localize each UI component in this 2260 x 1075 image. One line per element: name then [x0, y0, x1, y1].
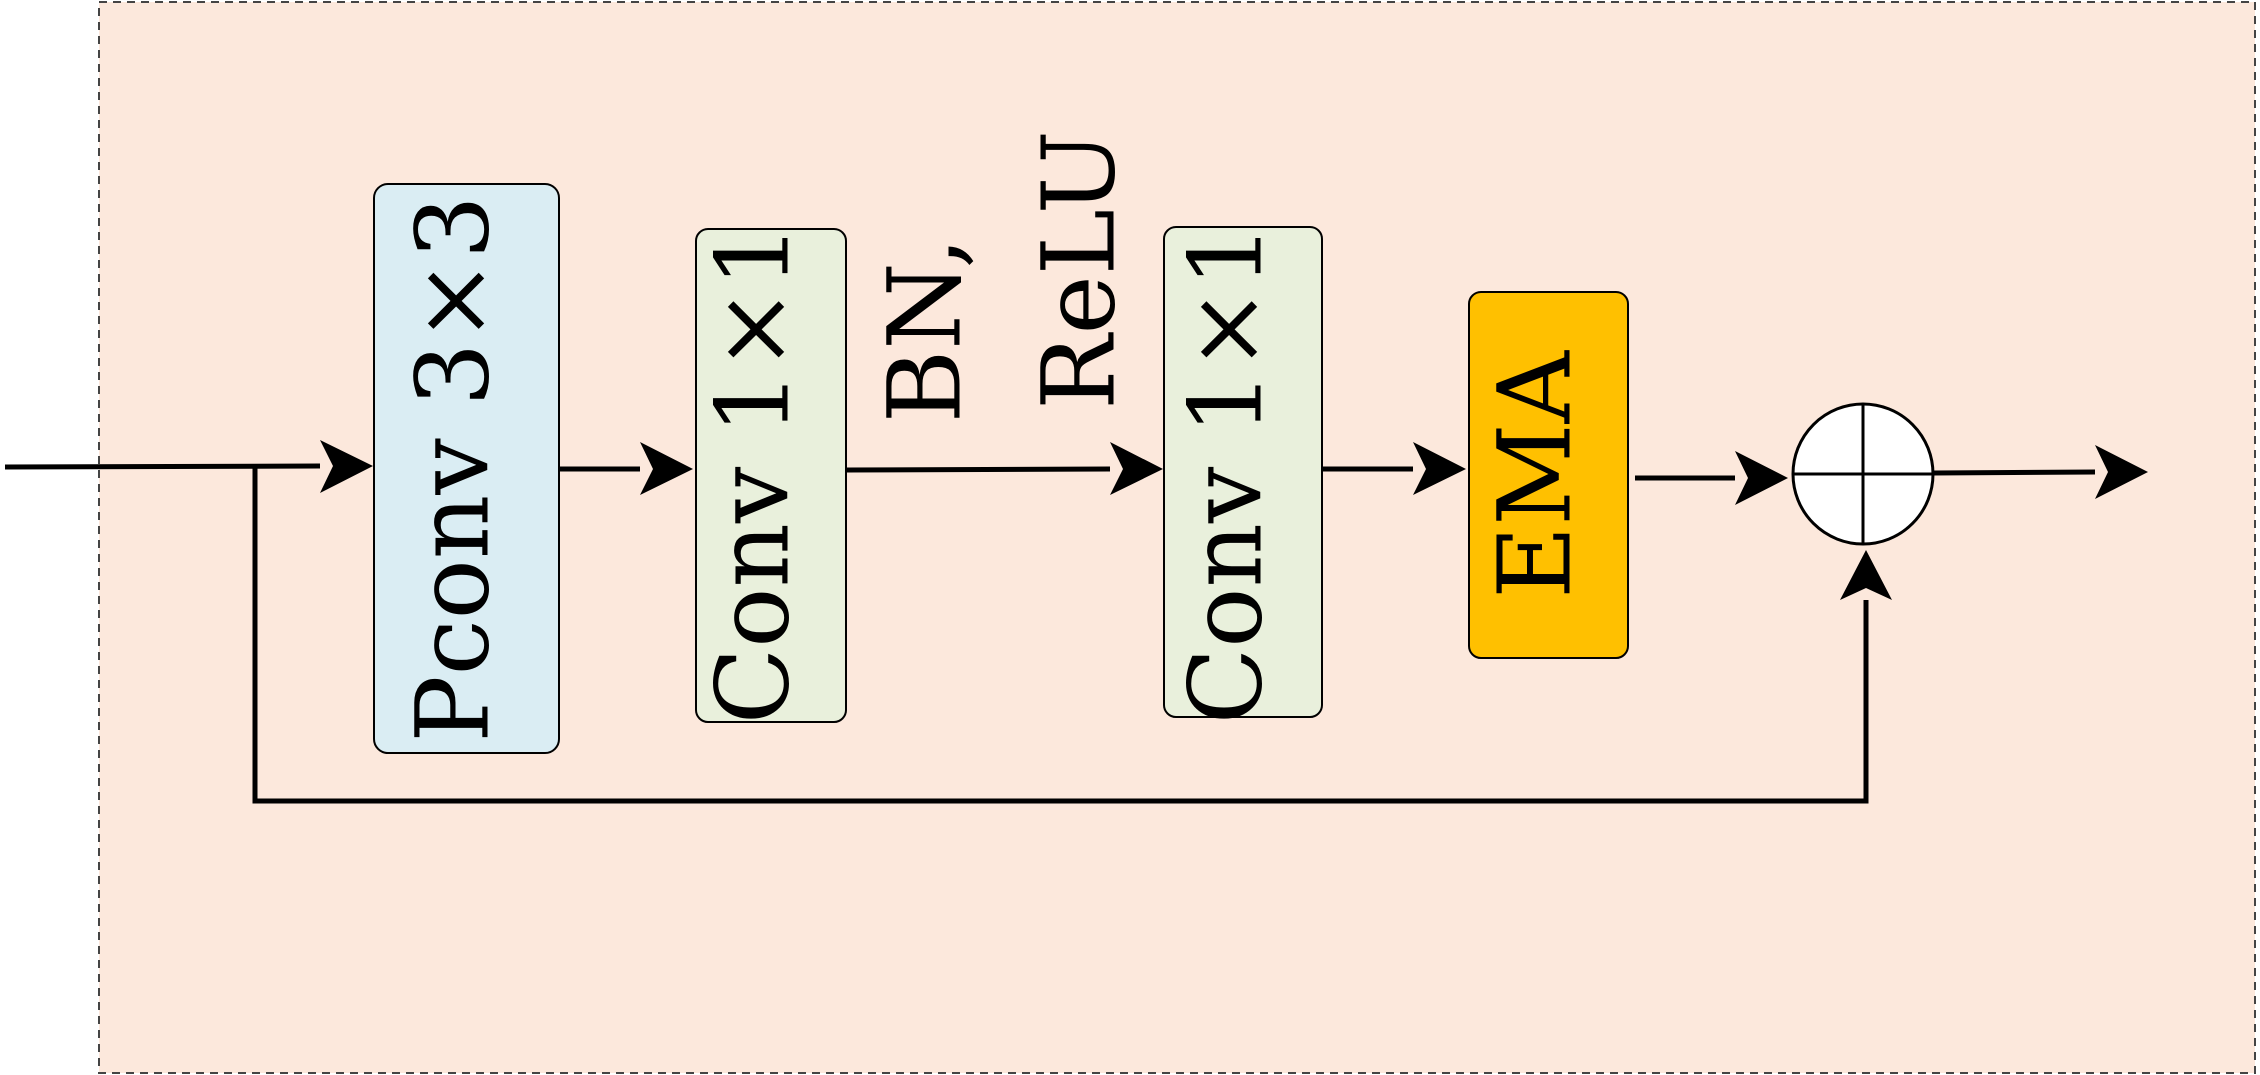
- conv2-block: [1163, 226, 1323, 718]
- bn-label: BN,: [867, 237, 984, 423]
- arrow-pconv-to-conv1: [560, 442, 693, 495]
- pconv-label: Pconv 3×3: [395, 195, 512, 742]
- relu-label: ReLU: [1021, 130, 1138, 410]
- add-node: [1791, 402, 1935, 546]
- conv1-block: [695, 228, 847, 723]
- output-arrow: [1933, 445, 2148, 499]
- skip-connection: [252, 467, 1892, 804]
- ema-label: EMA: [1477, 349, 1594, 598]
- pconv-block: [373, 183, 560, 754]
- arrow-ema-to-add: [1635, 451, 1788, 505]
- arrow-conv1-to-conv2: [846, 442, 1163, 495]
- ema-block: [1468, 291, 1629, 659]
- arrow-conv2-to-ema: [1323, 442, 1466, 495]
- conv2-label: Conv 1×1: [1168, 224, 1285, 724]
- input-arrow: [4, 440, 373, 493]
- conv1-label: Conv 1×1: [695, 224, 812, 724]
